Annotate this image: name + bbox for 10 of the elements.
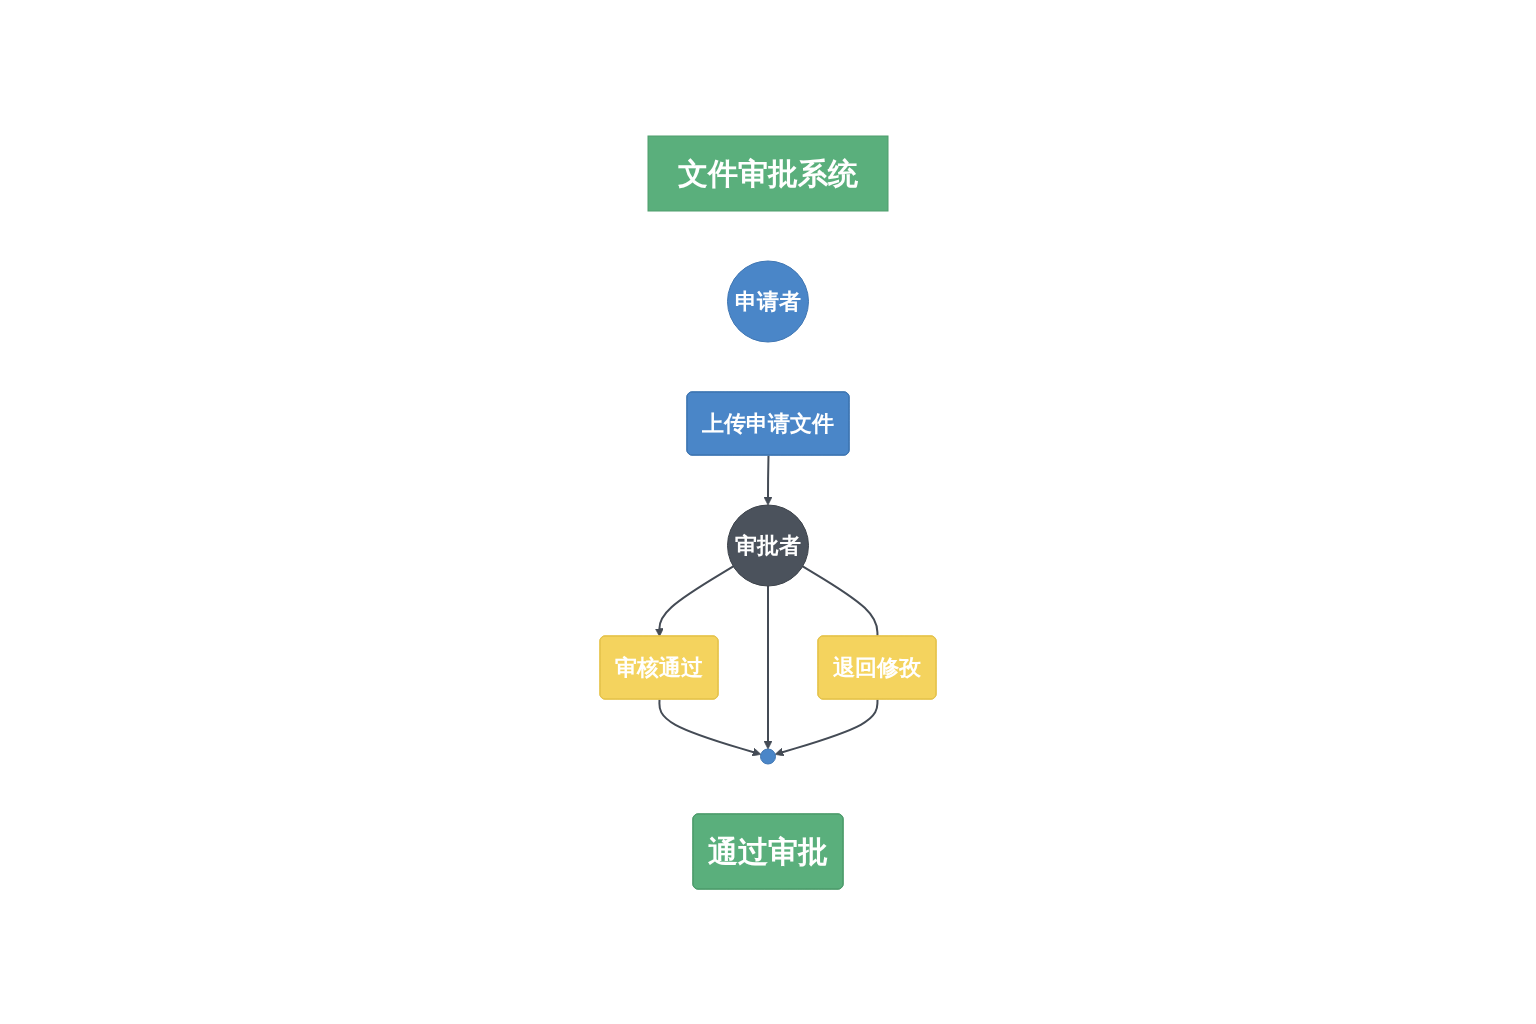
arrow [763,454,773,505]
arrow [658,698,762,756]
node-person [760,748,776,764]
node-circle: 审批者 [727,504,809,586]
arrow [774,698,879,756]
connector [801,564,879,637]
node-box: 文件审批系统 [647,135,889,211]
arrow [763,584,773,749]
arrow [654,564,735,637]
node-circle: 申请者 [727,260,809,342]
